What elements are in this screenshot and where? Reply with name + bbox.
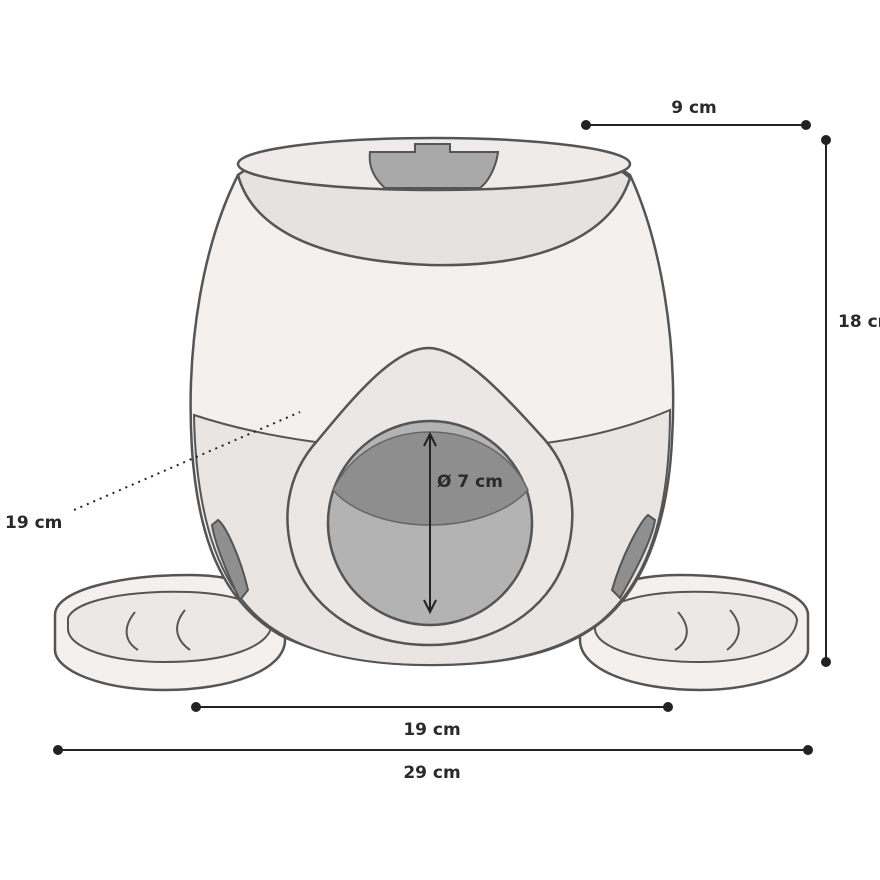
body-width-dim-end-right: [663, 702, 673, 712]
right-tray-inner: [594, 590, 799, 664]
left-side-window: [210, 518, 250, 602]
body-width-dim-end-left: [191, 702, 201, 712]
ball-diameter-arrow-top: [423, 431, 437, 447]
height-dim-end-top: [821, 135, 831, 145]
top-width-dim-end-left: [581, 120, 591, 130]
left-tray-ridge-2: [176, 609, 191, 651]
ball-diameter-label: Ø 7 cm: [437, 472, 503, 492]
right-tray-ridge-2: [726, 609, 740, 651]
body-width-label: 19 cm: [403, 720, 460, 740]
top-width-dim-end-right: [801, 120, 811, 130]
total-width-dim-end-left: [53, 745, 63, 755]
top-opening-slot: [368, 143, 500, 189]
total-width-dim-end-right: [803, 745, 813, 755]
depth-label: 19 cm: [5, 513, 62, 533]
left-tray-ridge-1: [125, 611, 139, 651]
height-dim-end-bottom: [821, 657, 831, 667]
ball-diameter-arrow-bottom: [423, 599, 437, 615]
right-feeding-tray: [578, 573, 810, 692]
dimension-lines: [53, 120, 831, 755]
top-width-label: 9 cm: [671, 98, 717, 118]
total-width-label: 29 cm: [403, 763, 460, 783]
left-feeding-tray: [53, 573, 287, 692]
height-label: 18 cm: [838, 312, 880, 332]
right-tray-ridge-1: [674, 611, 688, 651]
right-side-window: [610, 513, 657, 600]
